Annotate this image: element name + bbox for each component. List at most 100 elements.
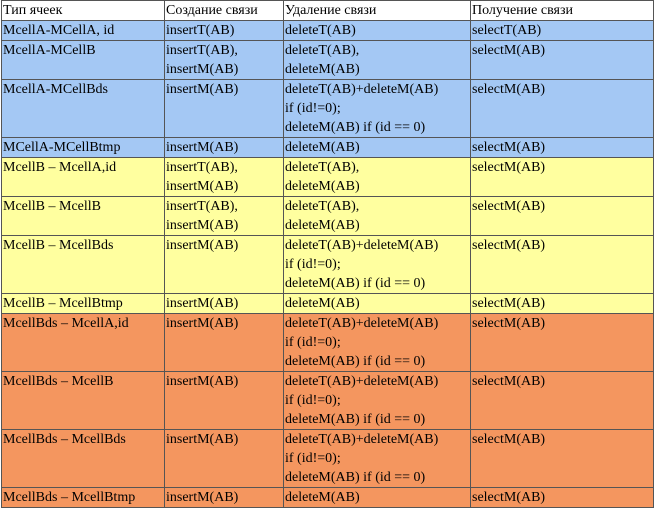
cell-line: McellA-MCellBds — [3, 82, 108, 97]
cell-line: if (id!=0); — [285, 101, 341, 116]
cell-line: McellB – McellA,id — [3, 160, 117, 175]
cell-type: McellA-MCellBds — [1, 79, 165, 138]
cell-line: deleteM(AB) if (id == 0) — [285, 120, 426, 135]
cell-get: selectM(AB) — [470, 293, 654, 314]
cell-create: insertM(AB) — [164, 429, 284, 488]
cell-line: deleteT(AB)+deleteM(AB) — [285, 432, 439, 447]
cell-get: selectM(AB) — [470, 79, 654, 138]
cell-line: deleteM(AB) if (id == 0) — [285, 412, 426, 427]
cell-line: selectM(AB) — [472, 140, 546, 155]
cell-type: McellB – McellA,id — [1, 157, 165, 197]
cell-line: insertT(AB) — [166, 23, 235, 38]
cell-delete: deleteT(AB) — [283, 20, 471, 41]
cell-get: selectM(AB) — [470, 40, 654, 80]
cell-delete: deleteT(AB),deleteM(AB) — [283, 157, 471, 197]
cell-line: insertM(AB) — [166, 374, 239, 389]
cell-create: insertM(AB) — [164, 313, 284, 372]
cell-line: deleteM(AB) if (id == 0) — [285, 354, 426, 369]
cell-line: if (id!=0); — [285, 451, 341, 466]
cell-line: insertT(AB), — [166, 199, 238, 214]
cell-line: insertM(AB) — [166, 179, 239, 194]
cell-type: McellBds – McellB — [1, 371, 165, 430]
cell-line: McellA-MCellB — [3, 43, 96, 58]
cell-line: selectM(AB) — [472, 296, 546, 311]
cell-create: insertT(AB),insertM(AB) — [164, 196, 284, 236]
cell-create: insertM(AB) — [164, 487, 284, 508]
table-row: McellBds – McellB insertM(AB) deleteT(AB)+… — [1, 371, 654, 430]
cell-line: selectM(AB) — [472, 490, 546, 505]
header-cell-type: Тип ячеек — [1, 0, 165, 21]
cell-get: selectM(AB) — [470, 137, 654, 158]
cell-line: McellB – McellBds — [3, 238, 114, 253]
cell-line: selectM(AB) — [472, 374, 546, 389]
cell-line: deleteM(AB) — [285, 179, 360, 194]
cell-create: insertM(AB) — [164, 235, 284, 294]
cell-get: selectM(AB) — [470, 196, 654, 236]
cell-type: McellA-MCellB — [1, 40, 165, 80]
cell-line: selectM(AB) — [472, 316, 546, 331]
cell-create: insertT(AB), insertM(AB) — [164, 157, 284, 197]
cell-line: insertM(AB) — [166, 432, 239, 447]
cell-line: deleteT(AB)+deleteM(AB) — [285, 238, 439, 253]
cell-line: McellA-MCellA, id — [3, 23, 115, 38]
cell-line: deleteT(AB)+deleteM(AB) — [285, 82, 439, 97]
cell-get: selectM(AB) — [470, 235, 654, 294]
cell-line: McellBds – McellA,id — [3, 316, 129, 331]
cell-line: selectM(AB) — [472, 432, 546, 447]
cell-line: deleteM(AB) — [285, 140, 360, 155]
header-cell-get: Получение связи — [470, 0, 654, 21]
cell-line: insertT(AB), — [166, 160, 238, 175]
cell-line: insertM(AB) — [166, 490, 239, 505]
cell-create: insertT(AB),insertM(AB) — [164, 40, 284, 80]
cell-type: McellBds – McellA,id — [1, 313, 165, 372]
cell-line: insertM(AB) — [166, 238, 239, 253]
cell-delete: deleteT(AB),deleteM(AB) — [283, 196, 471, 236]
cell-line: selectM(AB) — [472, 82, 546, 97]
cell-delete: deleteT(AB)+deleteM(AB) if (id!=0); delete… — [283, 429, 471, 488]
cell-line: deleteM(AB) — [285, 490, 360, 505]
table-row: McellB – McellBds insertM(AB) deleteT(AB)+… — [1, 235, 654, 294]
table-row: McellA-MCellBds insertM(AB) deleteT(AB)+de… — [1, 79, 654, 138]
cell-delete: deleteT(AB)+deleteM(AB) if (id!=0); delete… — [283, 79, 471, 138]
header-cell-create: Создание связи — [164, 0, 284, 21]
cell-type: MCellA-MCellBtmp — [1, 137, 165, 158]
cell-get: selectM(AB) — [470, 429, 654, 488]
header-cell-delete: Удаление связи — [283, 0, 471, 21]
cell-create: insertM(AB) — [164, 79, 284, 138]
cell-create: insertT(AB) — [164, 20, 284, 41]
cell-delete: deleteM(AB) — [283, 487, 471, 508]
cell-line: deleteM(AB) if (id == 0) — [285, 276, 426, 291]
cell-line: selectM(AB) — [472, 43, 546, 58]
table-row: McellA-MCellB insertT(AB),insertM(AB)dele… — [1, 40, 654, 80]
cell-line: selectT(AB) — [472, 23, 542, 38]
cell-create: insertM(AB) — [164, 371, 284, 430]
cell-type: McellB – McellBds — [1, 235, 165, 294]
cell-line: deleteT(AB), — [285, 199, 360, 214]
cell-line: McellBds – McellBtmp — [3, 490, 136, 505]
cell-line: deleteM(AB) — [285, 62, 360, 77]
cell-type: McellBds – McellBtmp — [1, 487, 165, 508]
relations-table: Тип ячеек Создание связи Удаление связи … — [1, 0, 654, 508]
table-row: McellBds – McellBtmp insertM(AB) deleteM(A… — [1, 487, 654, 508]
cell-delete: deleteM(AB) — [283, 293, 471, 314]
cell-line: insertM(AB) — [166, 82, 239, 97]
cell-line: insertM(AB) — [166, 316, 239, 331]
cell-delete: deleteT(AB)+deleteM(AB) if (id!=0); delete… — [283, 235, 471, 294]
cell-type: McellA-MCellA, id — [1, 20, 165, 41]
cell-delete: deleteT(AB)+deleteM(AB)if (id!=0);delete… — [283, 313, 471, 372]
cell-line: McellBds – McellB — [3, 374, 114, 389]
cell-line: selectM(AB) — [472, 160, 546, 175]
table-header-row: Тип ячеек Создание связи Удаление связи … — [1, 0, 654, 21]
table-row: McellBds – McellA,id insertM(AB) deleteT(A… — [1, 313, 654, 372]
cell-line: if (id!=0); — [285, 257, 341, 272]
cell-line: deleteT(AB), — [285, 43, 360, 58]
cell-line: deleteM(AB) if (id == 0) — [285, 470, 426, 485]
cell-line: deleteT(AB)+deleteM(AB) — [285, 374, 439, 389]
cell-delete: deleteT(AB), deleteM(AB) — [283, 40, 471, 80]
cell-line: deleteT(AB) — [285, 23, 356, 38]
cell-get: selectM(AB) — [470, 157, 654, 197]
cell-get: selectT(AB) — [470, 20, 654, 41]
cell-create: insertM(AB) — [164, 137, 284, 158]
